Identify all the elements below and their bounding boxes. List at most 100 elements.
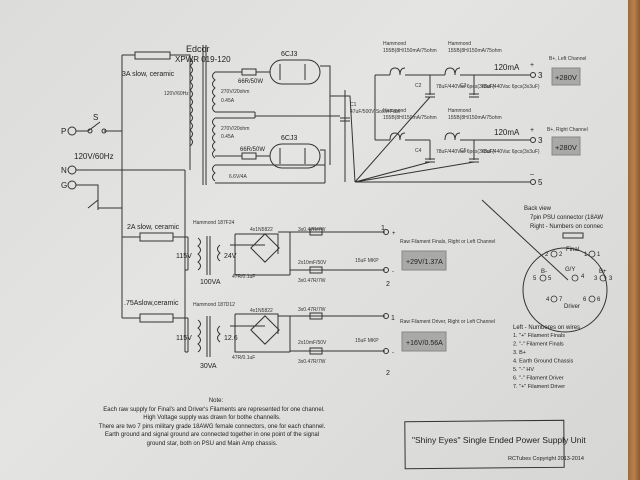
tube2-label: 6CJ3 [281, 135, 297, 142]
terminal-p [67, 126, 77, 136]
pin-3-label: 3 [538, 136, 543, 145]
svg-text:3: 3 [609, 276, 613, 282]
finals-plus: + [392, 231, 396, 237]
svg-text:6: 6 [583, 297, 587, 303]
choke-brand: Hammond [448, 108, 471, 114]
resistor [309, 312, 323, 320]
connector-subtitle: 7pin PSU connector (18AW [530, 215, 603, 221]
svg-text:4: 4 [546, 297, 550, 303]
neutral-label: N [61, 166, 67, 175]
pin-socket-icons [539, 250, 607, 303]
finals-caps: 2x10mF/50V [298, 260, 327, 266]
sec1-label: 270V/20ohm [221, 89, 249, 95]
c2-label: C2 [415, 83, 422, 89]
finals-mkp: 15uF MKP [355, 258, 379, 264]
drawing-title: "Shiny Eyes" Single Ended Power Supply U… [412, 435, 586, 445]
b-plus-right-box [551, 136, 581, 156]
plus-sign: + [530, 62, 534, 69]
cap-value: 78uF/440Vac 6pcs(3x3uF) [436, 84, 495, 90]
note-block: Note: Each raw supply for Final's and Dr… [99, 398, 326, 447]
title-block: "Shiny Eyes" Single Ended Power Supply U… [404, 419, 586, 470]
finals-pin2: 2 [386, 281, 390, 288]
finals-fuse-label: 2A slow, ceramic [127, 224, 180, 231]
note-line: There are two 7 pins military grade 18AW… [99, 424, 326, 430]
rectifier-tube-1 [269, 59, 321, 85]
legend-item: 2. "-" Filament Finals [513, 342, 564, 348]
mains-fuse-label: 3A slow, ceramic [122, 71, 175, 78]
cap-value: 78uF/440Vac 6pcs(3x3uF) [436, 149, 495, 155]
sec2-label: 270V/20ohm [221, 126, 249, 132]
note-line: Each raw supply for Final's and Driver's… [103, 407, 325, 413]
driver-diodes: 4x1N5822 [250, 308, 273, 314]
phase-label: P [61, 127, 66, 136]
legend-item: 4. Earth Ground Chassis [513, 359, 573, 365]
primary-winding [189, 57, 193, 147]
connector-key [562, 232, 584, 239]
finals-minus: - [392, 269, 394, 275]
driver-minus: - [392, 350, 394, 356]
note-line: High Voltage supply was drawn for bothe … [143, 415, 281, 421]
choke-brand: Hammond [383, 108, 406, 114]
note-line: Earth ground and signal ground are conne… [105, 432, 319, 438]
driver-fuse-label: .75Aslow,ceramic [124, 300, 179, 307]
svg-text:6: 6 [597, 297, 601, 303]
finals-value: +29V/1.37A [406, 259, 443, 266]
cap-value: 78uF/440Vac 6pcs(3x3uF) [481, 84, 540, 90]
resistor-66r-2 [241, 152, 257, 160]
capacitor-icons [425, 93, 479, 163]
resistor-66r-1 [241, 68, 257, 76]
b-plus-left-value: +280V [555, 73, 577, 82]
filament-finals-supply: 2A slow, ceramic Hammond 187F24 115V 24V… [122, 220, 495, 288]
switch-label: S [93, 113, 98, 122]
driver-primary: 115V [176, 335, 192, 342]
driver-caps: 2x10mF/50V [298, 340, 327, 346]
driver-va: 30VA [200, 363, 217, 370]
transformer-core [202, 45, 207, 185]
gy-label: G/Y [565, 267, 575, 273]
finals-secondary: 24V [224, 253, 237, 260]
b-minus-label: B- [541, 269, 547, 275]
transformer-model: XPWR 019-120 [175, 55, 231, 64]
heater-label: 6.6V/4A [229, 174, 247, 180]
svg-text:5: 5 [548, 276, 552, 282]
b-plus-right-label: B+, Right Channel [547, 127, 588, 133]
psu-connector-diagram: Back view 7pin PSU connector (18AW Right… [481, 199, 613, 390]
choke-spec: 155B(8H/150mA/75ohm [448, 48, 502, 54]
driver-res: 3x0.47R/7W [298, 307, 326, 313]
pin-5-label: 5 [538, 178, 543, 187]
terminal-n [67, 165, 77, 175]
svg-text:4: 4 [581, 274, 585, 280]
driver-transformer-windings [197, 319, 221, 353]
driver-wires [121, 225, 385, 357]
finals-transformer-label: Hammond 187F24 [193, 220, 235, 226]
finals-label: Raw Filament Finals, Right or Left Chann… [400, 239, 495, 245]
note-title: Note: [209, 398, 224, 404]
cap-value: 78uF/440Vac 6pcs(3x3uF) [481, 149, 540, 155]
sec2-current: 0.45A [221, 134, 235, 140]
finals-snubber: 47R/0.1uF [232, 274, 255, 280]
svg-text:1: 1 [584, 252, 588, 258]
bridge-rectifier [250, 233, 280, 263]
hv-filter: C1 47uF/500V Solen Fast Hammond 155B(8H/… [340, 41, 588, 187]
legend-item: 6. "-" Filament Driver [513, 376, 564, 382]
copyright: RCTubes Copyright 2013-2014 [508, 456, 584, 462]
res1-label: 66R/50W [238, 79, 263, 85]
driver-label: Raw Filament Driver, Right or Left Chann… [400, 319, 495, 325]
connector-note: Right - Numbers on connec [530, 224, 603, 230]
c3-label: C3 [460, 83, 467, 89]
note-line: ground star, both on PSU and Main Amp ch… [147, 441, 278, 447]
fuse-2a [139, 232, 174, 242]
svg-text:7: 7 [559, 297, 563, 303]
svg-text:3: 3 [594, 276, 598, 282]
legend-item: 1. "+" Filament Finals [513, 333, 565, 339]
secondary-windings [212, 71, 216, 182]
finals-primary: 115V [176, 253, 192, 260]
svg-text:2: 2 [545, 252, 549, 258]
driver-value-box [401, 331, 447, 352]
legend-title: Left - Numberes on wires [513, 325, 580, 331]
final-label: Final [566, 247, 579, 253]
choke-icons [389, 67, 461, 141]
mains-wires [76, 54, 191, 225]
secondary-wires [215, 71, 340, 184]
